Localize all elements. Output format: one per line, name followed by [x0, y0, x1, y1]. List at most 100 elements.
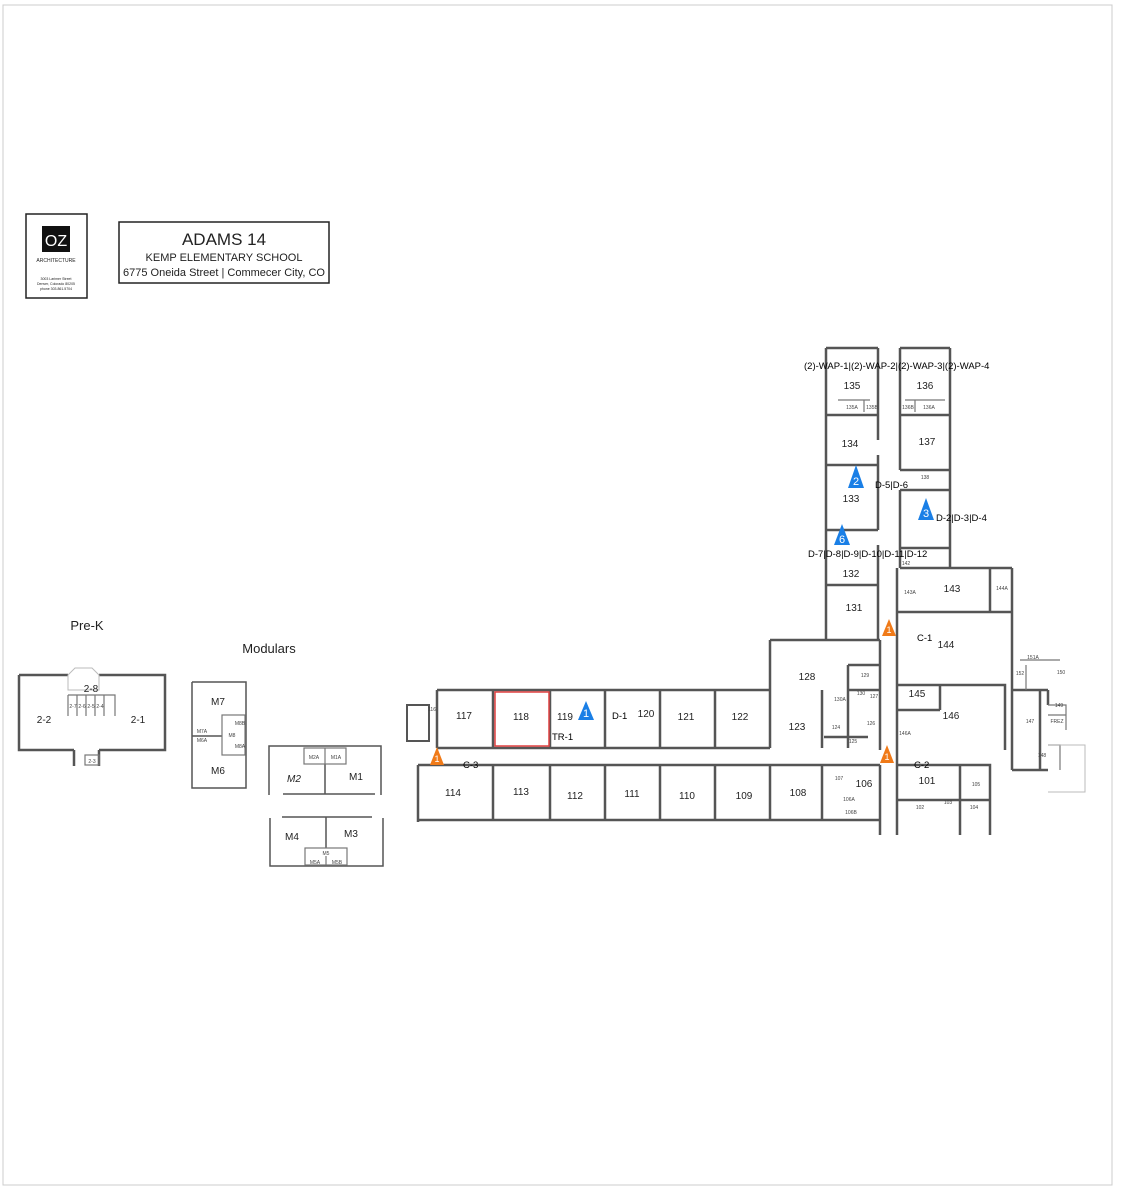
room-106a: 106A — [843, 797, 855, 803]
room-150: 150 — [1057, 670, 1066, 676]
room-102: 102 — [916, 805, 925, 811]
room-m8b: M8B — [235, 721, 246, 727]
device-annotations: (2)-WAP-1|(2)-WAP-2|(2)-WAP-3|(2)-WAP-4 … — [463, 361, 989, 771]
room-129: 129 — [861, 673, 870, 679]
room-m7a: M7A — [197, 729, 208, 735]
blue-marker-3[interactable]: 3 — [918, 498, 934, 520]
prek-building: Pre-K 2-2 2-1 2-8 2-7 2-6 2-5 2-4 2-3 — [17, 618, 167, 766]
room-119: 119 — [557, 712, 573, 723]
room-2-4: 2-4 — [96, 704, 103, 710]
room-2-3: 2-3 — [88, 759, 95, 765]
room-m7: M7 — [211, 697, 225, 708]
room-106: 106 — [856, 779, 873, 790]
title-school: KEMP ELEMENTARY SCHOOL — [146, 252, 303, 264]
room-128: 128 — [799, 672, 816, 683]
room-107: 107 — [835, 776, 844, 782]
modulars-heading: Modulars — [242, 641, 296, 656]
room-135: 135 — [844, 381, 861, 392]
marker-number: 2 — [853, 476, 859, 488]
room-152: 152 — [1016, 671, 1025, 677]
page-frame — [2, 4, 1113, 1186]
room-116: 116 — [428, 707, 436, 713]
title-address: 6775 Oneida Street | Commecer City, CO — [123, 267, 325, 279]
room-136: 136 — [917, 381, 934, 392]
room-108: 108 — [790, 788, 807, 799]
room-151a: 151A — [1027, 655, 1039, 661]
logo-mark: OZ — [45, 233, 67, 250]
marker-number: 1 — [583, 708, 589, 720]
room-143: 143 — [944, 584, 961, 595]
logo-address2: Denver, Colorado 80205 — [37, 282, 75, 286]
room-105: 105 — [972, 782, 981, 788]
room-146a: 146A — [899, 731, 911, 737]
room-103: 103 — [944, 800, 953, 806]
room-labels: 135 136 135A 135B 136B 136A 134 137 138 … — [428, 381, 1065, 816]
marker-number: 3 — [923, 508, 929, 520]
room-121: 121 — [678, 712, 695, 723]
orange-marker-2[interactable]: 1 — [430, 747, 444, 765]
room-104: 104 — [970, 805, 979, 811]
room-133: 133 — [843, 494, 860, 505]
room-2-6: 2-6 — [78, 704, 85, 710]
room-146: 146 — [943, 711, 960, 722]
logo-phone: phone 303.861.5704 — [40, 287, 72, 291]
orange-marker-1[interactable]: 1 — [882, 619, 896, 636]
blue-marker-1[interactable]: 1 — [578, 701, 594, 720]
room-m5b: M5B — [332, 860, 343, 866]
annotation-d2-d4: D-2|D-3|D-4 — [936, 513, 987, 524]
room-114: 114 — [445, 788, 461, 799]
room-m8a: M8A — [235, 744, 246, 750]
annotation-c1: C-1 — [917, 633, 932, 644]
orange-marker-3[interactable]: 1 — [880, 745, 894, 763]
room-145: 145 — [909, 689, 926, 700]
room-113: 113 — [513, 787, 529, 798]
room-134: 134 — [842, 439, 859, 450]
annotation-d1: D-1 — [612, 711, 627, 722]
room-110: 110 — [679, 791, 695, 802]
room-freezer: FREZ — [1050, 719, 1063, 725]
room-147: 147 — [1026, 719, 1035, 725]
room-144a: 144A — [996, 586, 1008, 592]
room-123: 123 — [789, 722, 806, 733]
room-118-highlight — [494, 691, 550, 747]
marker-number: 1 — [886, 625, 891, 635]
room-101: 101 — [919, 776, 936, 787]
marker-number: 1 — [434, 754, 439, 764]
room-m6a: M6A — [197, 738, 208, 744]
annotation-tr1: TR-1 — [552, 732, 573, 743]
room-106b: 106B — [845, 810, 857, 816]
room-m8: M8 — [229, 733, 236, 739]
room-126: 126 — [867, 721, 876, 727]
room-118: 118 — [513, 712, 529, 723]
title-block: ADAMS 14 KEMP ELEMENTARY SCHOOL 6775 One… — [118, 221, 330, 284]
modular-buildings: Modulars M7 M6 M7A M6A M8 M8B M8A M2A M1… — [191, 641, 384, 867]
room-111: 111 — [624, 789, 640, 800]
room-2-5: 2-5 — [87, 704, 94, 710]
room-135b: 135B — [866, 405, 878, 411]
room-130a: 130A — [834, 697, 846, 703]
room-m5: M5 — [323, 851, 330, 857]
blue-marker-2[interactable]: 2 — [848, 465, 864, 488]
room-124: 124 — [832, 725, 841, 731]
room-144: 144 — [938, 640, 955, 651]
annotation-c2: C-2 — [914, 760, 929, 771]
room-m2a: M2A — [309, 755, 320, 761]
markers[interactable]: 1 2 3 6 1 1 1 — [430, 465, 934, 765]
room-112: 112 — [567, 791, 583, 802]
marker-number: 6 — [839, 534, 845, 546]
annotation-d5-d6: D-5|D-6 — [875, 480, 908, 491]
blue-marker-6[interactable]: 6 — [834, 524, 850, 546]
room-142: 142 — [902, 561, 911, 567]
room-m6: M6 — [211, 766, 225, 777]
room-m1a: M1A — [331, 755, 342, 761]
room-2-2: 2-2 — [37, 715, 52, 726]
room-m1: M1 — [349, 772, 363, 783]
room-127: 127 — [870, 694, 879, 700]
room-m5a: M5A — [310, 860, 321, 866]
room-136a: 136A — [923, 405, 935, 411]
annotation-c3: C-3 — [463, 760, 478, 771]
marker-number: 1 — [884, 752, 889, 762]
room-109: 109 — [736, 791, 753, 802]
prek-heading: Pre-K — [70, 618, 104, 633]
room-m4: M4 — [285, 832, 299, 843]
